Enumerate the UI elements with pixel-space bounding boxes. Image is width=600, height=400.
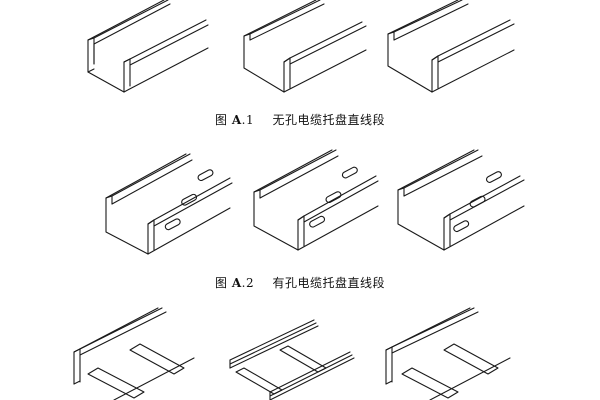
perforated-tray-1 [105,153,233,255]
figure-caption-a2: 图 A.2 有孔电缆托盘直线段 [215,276,385,290]
perforated-tray-2 [253,149,379,251]
caption-text: 无孔电缆托盘直线段 [272,113,385,127]
unperforated-tray-3 [387,0,515,93]
figure-caption-a1: 图 A.1 无孔电缆托盘直线段 [215,113,385,127]
ladder-tray-1 [73,307,195,400]
unperforated-tray-1 [87,0,209,93]
caption-text: 有孔电缆托盘直线段 [272,276,385,290]
perforated-tray-3 [397,149,525,251]
ladder-tray-3 [385,307,511,400]
ladder-tray-2 [229,319,355,400]
unperforated-tray-2 [243,0,367,93]
